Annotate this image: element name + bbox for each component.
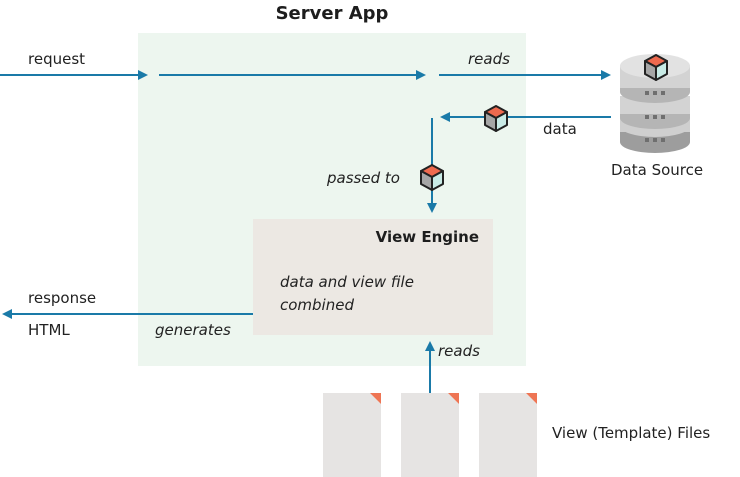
file-icon xyxy=(401,393,459,477)
request-label: request xyxy=(28,50,86,68)
reads-db-label: reads xyxy=(468,50,510,68)
view-engine-description-line2: combined xyxy=(280,296,354,314)
data-label: data xyxy=(543,120,577,138)
reads-files-label: reads xyxy=(438,342,480,360)
data-source-label: Data Source xyxy=(611,161,704,179)
generates-label: generates xyxy=(155,321,231,339)
template-files-label: View (Template) Files xyxy=(552,424,711,442)
html-label: HTML xyxy=(28,321,70,339)
cube-icon xyxy=(484,105,508,132)
database-icon xyxy=(620,54,690,153)
cube-icon xyxy=(420,164,444,191)
passed-to-label: passed to xyxy=(327,169,400,187)
cube-icon xyxy=(644,54,668,81)
response-label: response xyxy=(28,289,97,307)
file-icon xyxy=(323,393,381,477)
view-engine-description-line1: data and view file xyxy=(280,273,414,291)
view-engine-description: data and view file combined xyxy=(280,271,480,317)
file-icon xyxy=(479,393,537,477)
view-engine-box: View Engine data and view file combined xyxy=(253,219,493,335)
server-app-title: Server App xyxy=(275,3,389,24)
view-engine-title: View Engine xyxy=(375,228,479,246)
